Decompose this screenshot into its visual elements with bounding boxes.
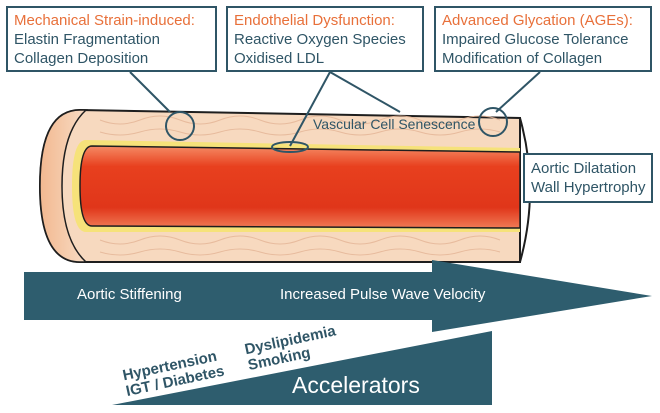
arrow-label-stiffening: Aortic Stiffening xyxy=(77,286,182,303)
endo-focus-ellipse xyxy=(271,141,309,153)
age-focus-circle xyxy=(478,107,508,137)
callout-connectors xyxy=(129,71,541,147)
arrow-label-pwv: Increased Pulse Wave Velocity xyxy=(280,286,486,303)
callout-mechanical-title: Mechanical Strain-induced: xyxy=(14,12,195,29)
callout-dilatation-line-1: Aortic Dilatation xyxy=(531,160,637,177)
accelerators-title: Accelerators xyxy=(292,372,420,398)
callout-aortic-dilatation: Aortic Dilatation Wall Hypertrophy xyxy=(523,153,653,203)
callout-endothelial-line-1: Reactive Oxygen Species xyxy=(234,31,406,48)
callout-endothelial-dysfunction: Endothelial Dysfunction: Reactive Oxygen… xyxy=(226,6,424,72)
callout-dilatation-line-2: Wall Hypertrophy xyxy=(531,179,646,196)
stiffening-arrow xyxy=(24,260,652,332)
vessel-end-cap xyxy=(39,109,88,263)
callout-advanced-glycation: Advanced Glycation (AGEs): Impaired Gluc… xyxy=(434,6,652,72)
callout-mechanical-line-1: Elastin Fragmentation xyxy=(14,31,160,48)
vessel-lumen xyxy=(79,145,521,229)
callout-glycation-title: Advanced Glycation (AGEs): xyxy=(442,12,633,29)
accelerators-wedge xyxy=(112,331,492,405)
vascular-senescence-label: Vascular Cell Senescence xyxy=(313,116,476,132)
callout-glycation-line-1: Impaired Glucose Tolerance xyxy=(442,31,629,48)
mech-focus-circle xyxy=(165,111,195,141)
callout-endothelial-line-2: Oxidised LDL xyxy=(234,50,325,67)
callout-mechanical-strain: Mechanical Strain-induced: Elastin Fragm… xyxy=(6,6,217,72)
callout-glycation-line-2: Modification of Collagen xyxy=(442,50,603,67)
callout-endothelial-title: Endothelial Dysfunction: xyxy=(234,12,395,29)
callout-mechanical-line-2: Collagen Deposition xyxy=(14,50,149,67)
